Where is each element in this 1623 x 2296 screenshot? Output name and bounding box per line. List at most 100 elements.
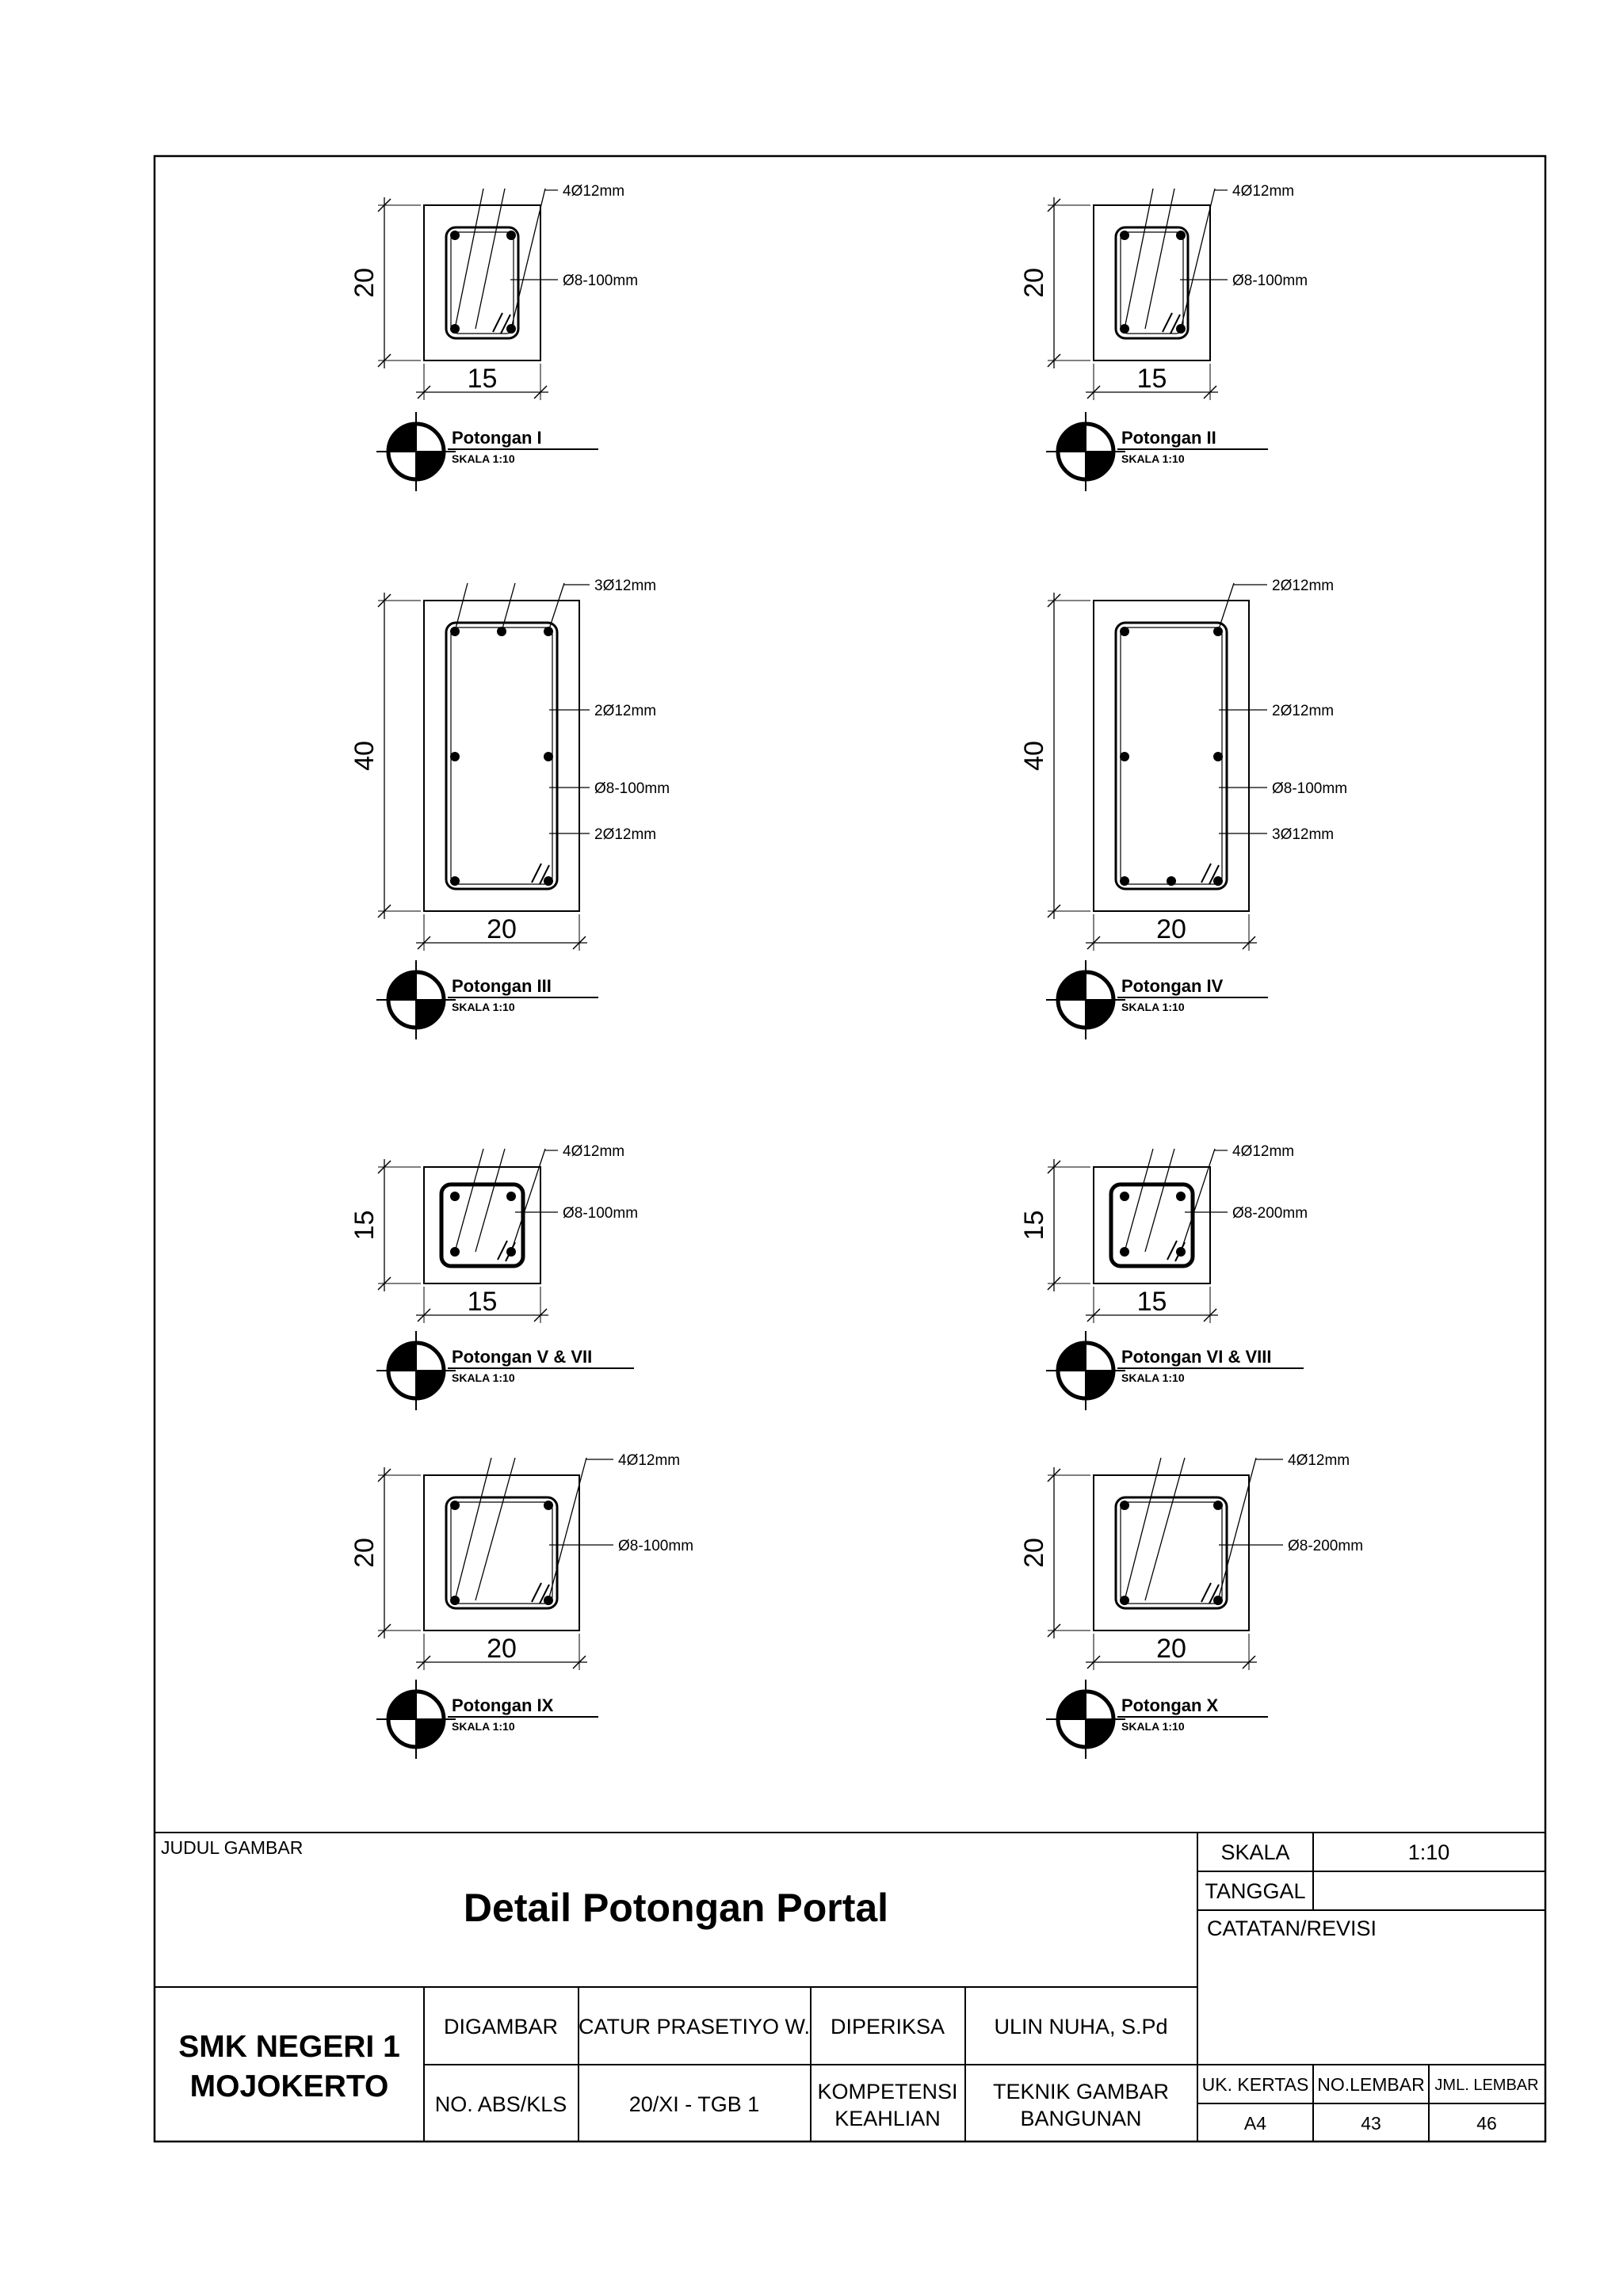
rebar-callout: 2Ø12mm <box>594 703 656 719</box>
concrete-outline <box>423 204 541 361</box>
leader-line <box>475 1148 506 1253</box>
width-dimension: 20 <box>487 914 517 944</box>
keahlian-line1: TEKNIK GAMBAR <box>993 2080 1169 2103</box>
no-lembar-value: 43 <box>1361 2113 1381 2134</box>
judul-gambar-label: JUDUL GAMBAR <box>161 1837 303 1858</box>
height-dimension: 20 <box>349 1538 380 1568</box>
rebar-callout: 4Ø12mm <box>1288 1452 1350 1469</box>
section-scale: SKALA 1:10 <box>452 1371 515 1384</box>
stirrup-hook <box>497 1240 508 1261</box>
stirrup <box>1114 226 1190 340</box>
section-marker-icon <box>1046 960 1125 1039</box>
leader-line <box>1144 1457 1186 1601</box>
stirrup-hook <box>539 1584 550 1604</box>
section-name: Potongan X <box>1121 1695 1219 1715</box>
section-scale: SKALA 1:10 <box>452 1001 515 1013</box>
stirrup-inner <box>1120 1501 1223 1604</box>
rebar-callout: Ø8-100mm <box>618 1538 693 1554</box>
rebar-callout: Ø8-200mm <box>1288 1538 1363 1554</box>
keahlian-line2: BANGUNAN <box>1020 2107 1141 2130</box>
rebar <box>1213 1501 1223 1510</box>
stirrup-hook <box>1209 1584 1220 1604</box>
section-marker-icon <box>376 412 456 491</box>
leader-line <box>475 188 506 330</box>
rebar <box>450 752 460 761</box>
rebar <box>450 1192 460 1201</box>
section-marker-quadrant <box>1058 972 1086 1000</box>
section-marker-icon <box>1046 412 1125 491</box>
section-scale: SKALA 1:10 <box>452 452 515 465</box>
tanggal-label: TANGGAL <box>1205 1879 1305 1903</box>
section-marker-quadrant <box>1086 1719 1113 1747</box>
height-dimension: 40 <box>1019 741 1049 771</box>
concrete-outline <box>1093 204 1211 361</box>
ukuran-kertas-value: A4 <box>1244 2113 1266 2134</box>
rebar-callout: 4Ø12mm <box>1232 183 1294 200</box>
stirrup-hook <box>1167 1240 1178 1261</box>
leader-line <box>454 1457 492 1601</box>
stirrup <box>1109 1182 1195 1268</box>
rebar-callout: 2Ø12mm <box>1272 703 1334 719</box>
stirrup-hook <box>531 1582 542 1603</box>
kompetensi-line1: KOMPETENSI <box>817 2080 957 2103</box>
rebar <box>1120 627 1129 636</box>
width-dimension: 15 <box>1137 1287 1167 1317</box>
rebar <box>1120 876 1129 886</box>
rebar <box>450 876 460 886</box>
leader-line <box>475 1457 516 1601</box>
leader-line <box>1217 582 1235 632</box>
ukuran-kertas-label: UK. KERTAS <box>1202 2074 1309 2095</box>
section-name: Potongan II <box>1121 428 1216 448</box>
width-dimension: 15 <box>1137 364 1167 394</box>
leader-line <box>548 582 565 632</box>
section-marker-icon <box>376 960 456 1039</box>
school-name-line1: SMK NEGERI 1 <box>178 2030 400 2064</box>
no-absen-value: 20/XI - TGB 1 <box>629 2092 760 2116</box>
section-marker-quadrant <box>1058 1343 1086 1371</box>
diperiksa-label: DIPERIKSA <box>831 2015 945 2039</box>
leader-line <box>501 582 516 632</box>
rebar-callout: 2Ø12mm <box>594 826 656 843</box>
digambar-label: DIGAMBAR <box>444 2015 558 2039</box>
concrete-outline <box>423 1474 580 1631</box>
stirrup-hook <box>1209 864 1220 885</box>
section-marker-quadrant <box>388 1343 416 1371</box>
concrete-outline <box>1093 1474 1250 1631</box>
rebar-callout: Ø8-200mm <box>1232 1205 1308 1222</box>
rebar <box>450 231 460 240</box>
height-dimension: 15 <box>1019 1211 1049 1241</box>
section-marker-quadrant <box>416 1719 444 1747</box>
rebar-callout: 3Ø12mm <box>594 578 656 594</box>
jumlah-lembar-label: JML. LEMBAR <box>1434 2077 1538 2094</box>
section-name: Potongan V & VII <box>452 1347 592 1367</box>
leader-line <box>1124 1457 1162 1601</box>
section-name: Potongan III <box>452 976 552 996</box>
section-name: Potongan IV <box>1121 976 1224 996</box>
section-marker-quadrant <box>388 424 416 452</box>
stirrup-hook <box>500 314 511 334</box>
stirrup-hook <box>1170 314 1181 334</box>
title-block <box>155 1832 1545 2142</box>
section-scale: SKALA 1:10 <box>1121 1371 1185 1384</box>
rebar-callout: Ø8-100mm <box>563 273 638 289</box>
rebar <box>506 1192 516 1201</box>
width-dimension: 15 <box>468 1287 498 1317</box>
section-marker-icon <box>376 1331 456 1410</box>
section-marker-quadrant <box>388 1691 416 1719</box>
section-marker-quadrant <box>1086 1000 1113 1028</box>
stirrup <box>1114 1496 1228 1610</box>
catatan-revisi-label: CATATAN/REVISI <box>1207 1917 1377 1940</box>
width-dimension: 20 <box>487 1634 517 1664</box>
rebar <box>1213 752 1223 761</box>
section-scale: SKALA 1:10 <box>452 1720 515 1733</box>
rebar <box>544 876 553 886</box>
no-lembar-label: NO.LEMBAR <box>1317 2074 1424 2095</box>
section-marker-quadrant <box>1086 452 1113 479</box>
section-name: Potongan I <box>452 428 542 448</box>
